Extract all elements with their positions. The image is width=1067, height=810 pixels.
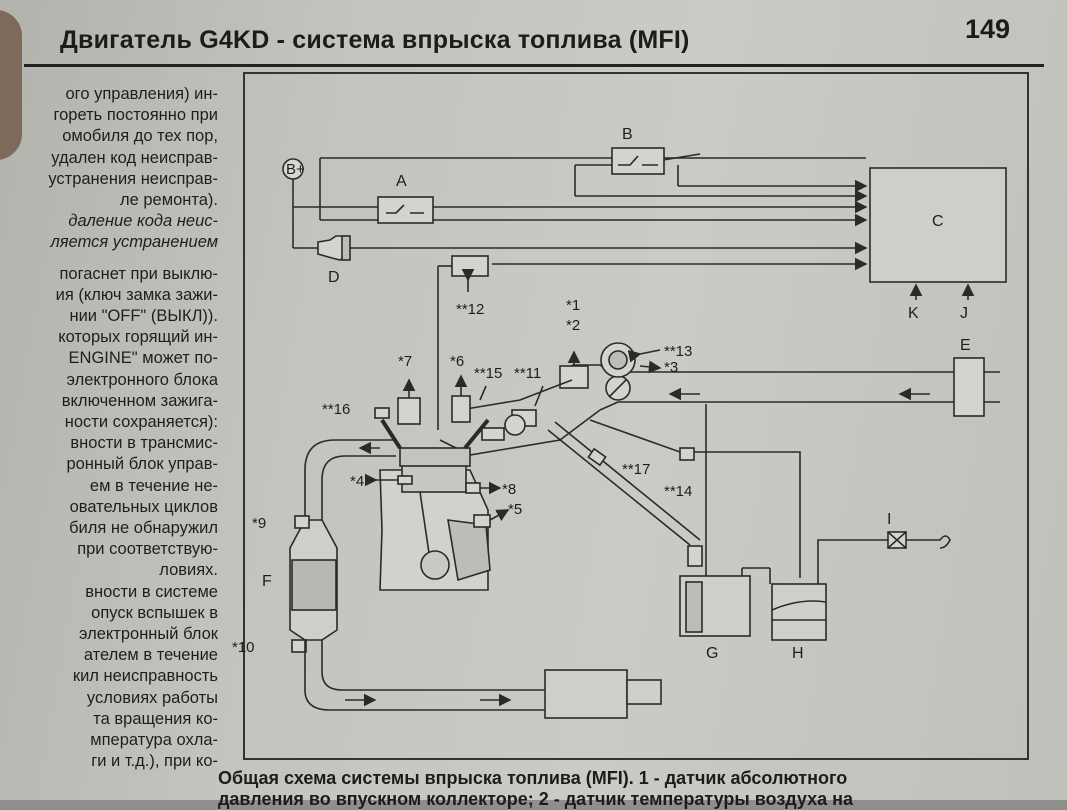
relay-b [611,147,665,175]
left-text-line: гореть постоянно при [53,106,218,125]
left-text-line: ляется устранением [50,233,218,252]
label-b-plus: B+ [286,161,305,178]
left-text-line: ронный блок управ- [66,455,218,474]
page-header-title: Двигатель G4KD - система впрыска топлива… [60,26,690,54]
muffler [544,669,628,719]
canister-h [771,583,827,641]
label-3: *3 [664,359,678,376]
label-2: *2 [566,317,580,334]
left-text-line: ле ремонта). [119,191,218,210]
left-text-line: устранения неисправ- [48,169,218,188]
label-15: **15 [474,365,502,382]
label-k: K [908,305,919,322]
left-text-line: кил неисправность [72,667,218,686]
left-text-line: включенном зажига- [61,391,218,410]
label-4: *4 [350,473,364,490]
label-a: A [396,173,407,190]
map-sensor-1-2 [559,365,589,389]
label-14: **14 [664,483,692,500]
ignition-coil-7 [397,397,421,425]
label-d: D [328,269,340,286]
valve-14 [679,447,695,461]
figure-caption-line-1: Общая схема системы впрыска топлива (MFI… [218,768,848,788]
left-text-line: при соответствую- [77,540,218,559]
left-text-line: ия (ключ замка зажи- [55,285,218,304]
label-c: C [932,213,944,230]
label-1: *1 [566,297,580,314]
label-9: *9 [252,515,266,532]
label-j: J [960,305,968,322]
left-text-line: опуск вспышек в [91,603,218,622]
o2-sensor-10 [291,639,307,653]
label-13: **13 [664,343,692,360]
left-text-line: ловиях. [159,561,218,580]
label-e: E [960,337,971,354]
left-text-line: которых горящий ин- [58,328,218,347]
left-text-line: ем в течение не- [89,476,218,495]
left-text-line: ENGINE" может по- [68,349,218,368]
left-text-line: вности в трансмис- [70,434,218,453]
left-text-line: нии "OFF" (ВЫКЛ)). [69,307,218,326]
left-text-line: ого управления) ин- [65,85,219,103]
left-text-line: ателем в течение [83,646,218,665]
label-b: B [622,126,633,143]
left-text-line: биля не обнаружил [69,519,218,538]
label-16: **16 [322,401,350,418]
label-f: F [262,573,272,590]
page-number: 149 [965,14,1011,44]
o2-sensor-9 [294,515,310,529]
injector-6 [451,395,471,423]
left-text-line: мпература охла- [90,731,218,750]
left-text-line: условиях работы [86,688,218,707]
finger-shadow [0,10,22,160]
sensor-12 [451,255,489,277]
left-text-line: погаснет при выклю- [59,264,218,283]
left-text-line: даление кода неис- [68,212,218,231]
label-6: *6 [450,353,464,370]
left-text-line: та вращения ко- [93,709,218,728]
figure-frame [243,72,1029,760]
ecu-block-c [869,167,1007,283]
left-text-line: удален код неисправ- [51,148,218,167]
left-text-line: вности в системе [85,582,218,601]
label-h: H [792,645,804,662]
label-10: *10 [232,639,255,656]
label-i: I [887,511,891,528]
left-text-line: овательных циклов [69,497,218,516]
left-text-line: ности сохраняется): [64,413,218,432]
left-text-line: ги и т.д.), при ко- [91,752,218,771]
label-11: **11 [514,365,541,382]
left-text-line: электронный блок [79,625,218,644]
label-5: *5 [508,501,522,518]
label-17: **17 [622,461,650,478]
relay-a [377,196,434,224]
left-text-column: ого управления) ин-гореть постоянно при о… [0,84,222,800]
label-12: **12 [456,301,484,318]
label-8: *8 [502,481,516,498]
left-text-line: электронного блока [66,370,218,389]
air-filter-e [953,357,985,417]
sensor-16 [374,407,390,419]
header-divider [24,64,1044,67]
label-7: *7 [398,353,412,370]
sensor-17 [587,447,607,467]
left-text-line: омобиля до тех пор, [62,127,218,146]
label-g: G [706,645,718,662]
